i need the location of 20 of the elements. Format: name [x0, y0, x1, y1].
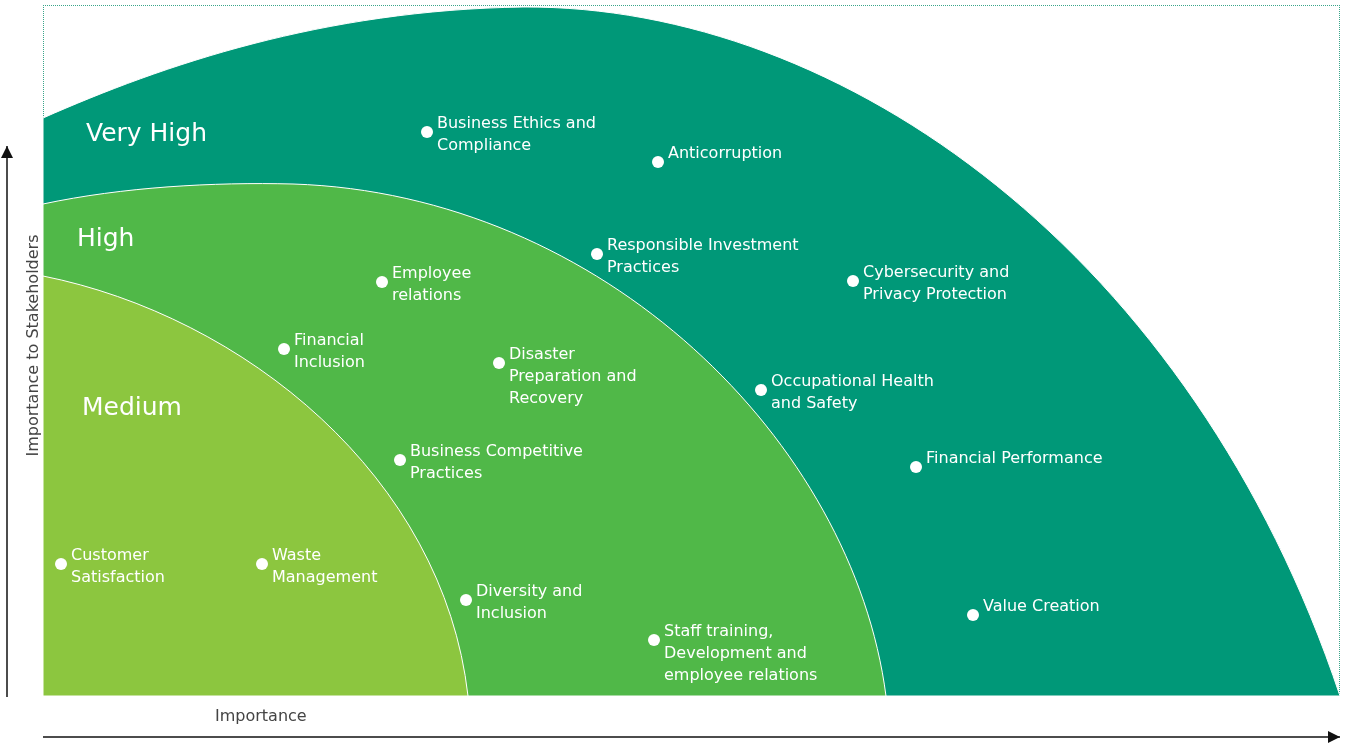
topic-label: Financial Performance	[926, 447, 1104, 469]
topic-label: Value Creation	[983, 595, 1101, 617]
band-title: Medium	[82, 392, 182, 422]
topic-label: Customer Satisfaction	[71, 544, 166, 588]
axis-title: Importance	[215, 706, 307, 725]
axis-title: Importance to Stakeholders	[23, 234, 43, 457]
topic-label: Employee relations	[392, 262, 473, 306]
topic-label: Diversity and Inclusion	[476, 580, 584, 624]
topic-label: Financial Inclusion	[294, 329, 366, 373]
topic-label: Business Ethics and Compliance	[437, 112, 597, 156]
band-title: High	[77, 223, 135, 253]
topic-label: Waste Management	[272, 544, 379, 588]
topic-label: Occupational Health and Safety	[771, 370, 935, 414]
topic-label: Cybersecurity and Privacy Protection	[863, 261, 1011, 305]
topic-label: Responsible Investment Practices	[607, 234, 800, 278]
band-title: Very High	[86, 118, 208, 148]
topic-label: Staff training, Development and employee relations	[664, 620, 819, 686]
topic-label: Business Competitive Practices	[410, 440, 584, 484]
topic-label: Anticorruption	[668, 142, 784, 164]
topic-label: Disaster Preparation and Recovery	[509, 343, 638, 409]
